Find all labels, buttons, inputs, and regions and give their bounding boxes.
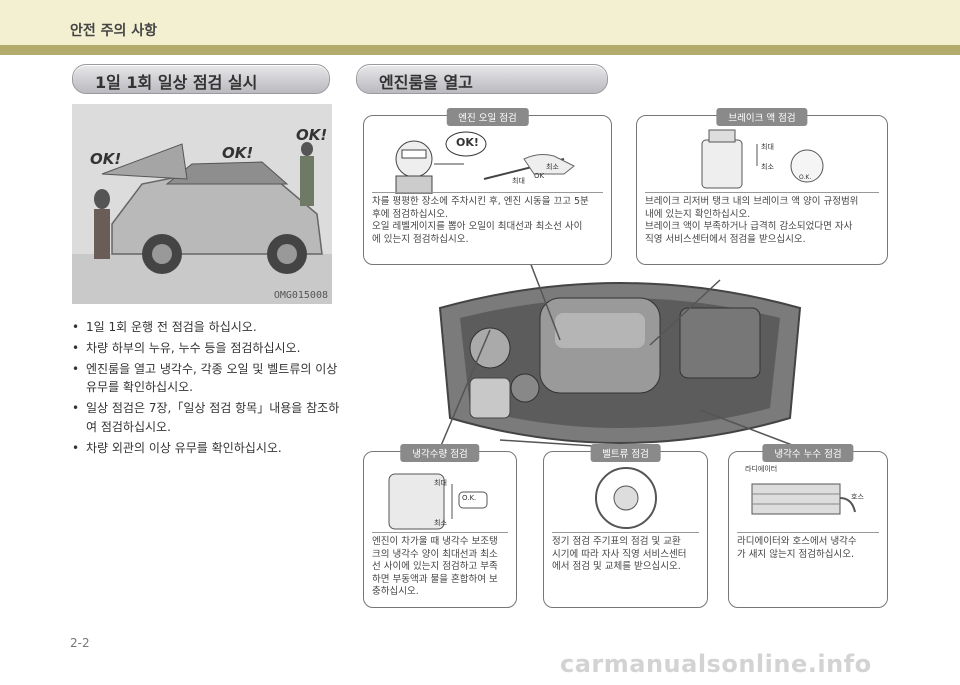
text-line: 시기에 따라 자사 직영 서비스센터 xyxy=(552,548,687,560)
text-line: 크의 냉각수 양이 최대선과 최소 xyxy=(372,548,498,560)
ok-label-2: OK! xyxy=(222,144,254,162)
coolant-level-card: 냉각수량 점검 최대 최소 O.K. 엔진이 차가울 때 냉각수 보조탱 크의 … xyxy=(363,444,517,608)
engine-oil-tag: 엔진 오일 점검 xyxy=(446,108,529,126)
coolant-level-separator xyxy=(372,532,508,533)
list-item: 차량 하부의 누유, 누수 등을 점검하십시오. xyxy=(68,339,343,358)
engine-oil-gauge-min: 최소 xyxy=(546,163,559,171)
radiator-illustration xyxy=(751,483,856,515)
coolant-leak-tag: 냉각수 누수 점검 xyxy=(762,444,854,462)
belt-illustration xyxy=(595,467,657,529)
engine-oil-text: 차를 평평한 장소에 주차시킨 후, 엔진 시동을 끄고 5분 후에 점검하십시… xyxy=(372,196,603,246)
daily-check-list: 1일 1회 운행 전 점검을 하십시오. 차량 하부의 누유, 누수 등을 점검… xyxy=(68,318,343,460)
brake-fluid-separator xyxy=(645,192,879,193)
text-line: 브레이크 액이 부족하거나 급격히 감소되었다면 자사 xyxy=(645,221,853,233)
radiator-label: 라디에이터 xyxy=(745,465,778,473)
ok-label-3: OK! xyxy=(296,126,328,144)
engine-bay-illustration xyxy=(430,268,810,458)
text-line: 가 새지 않는지 점검하십시오. xyxy=(737,548,854,560)
hose-label: 호스 xyxy=(851,493,864,501)
text-line: 차를 평평한 장소에 주차시킨 후, 엔진 시동을 끄고 5분 xyxy=(372,196,589,207)
coolant-min-label: 최소 xyxy=(434,519,447,527)
text-line: 라디에이터와 호스에서 냉각수 xyxy=(737,536,857,547)
left-section-title: 1일 1회 일상 점검 실시 xyxy=(95,73,258,92)
right-section-title-pill: 엔진룸을 열고 xyxy=(356,64,608,94)
engine-oil-gauge-ok: OK xyxy=(534,172,545,180)
page-title: 안전 주의 사항 xyxy=(70,23,158,39)
belt-tag: 벨트류 점검 xyxy=(590,444,661,462)
page-number: 2-2 xyxy=(70,636,90,650)
text-line: 선 사이에 있는지 점검하고 부족 xyxy=(372,561,498,573)
coolant-ok-label: O.K. xyxy=(462,494,477,502)
text-line: 충하십시오. xyxy=(372,586,419,598)
text-line: 하면 부동액과 물을 혼합하여 보 xyxy=(372,573,498,585)
brake-fluid-illustration xyxy=(701,129,824,189)
text-line: 후에 점검하십시오. xyxy=(372,208,448,220)
engine-oil-ok-label: OK! xyxy=(456,136,479,149)
brake-fluid-card: 브레이크 액 점검 최대 최소 O.K. 브레이크 리저버 탱크 내의 브레이크… xyxy=(636,108,888,265)
daily-check-photo: OK! OK! OK! OMG015008 xyxy=(72,104,332,304)
text-line: 에서 점검 및 교체를 받으십시오. xyxy=(552,561,681,573)
text-line: 직영 서비스센터에서 점검을 받으십시오. xyxy=(645,233,806,245)
brake-max-label: 최대 xyxy=(761,143,774,151)
list-item: 일상 점검은 7장,「일상 점검 항목」내용을 참조하여 점검하십시오. xyxy=(68,399,343,437)
coolant-leak-separator xyxy=(737,532,879,533)
coolant-leak-text: 라디에이터와 호스에서 냉각수 가 새지 않는지 점검하십시오. xyxy=(737,536,879,561)
coolant-level-tag: 냉각수량 점검 xyxy=(400,444,480,462)
belt-card: 벨트류 점검 정기 점검 주기표의 점검 및 교환 시기에 따라 자사 직영 서… xyxy=(543,444,708,608)
header-stripe xyxy=(0,45,960,55)
brake-min-label: 최소 xyxy=(761,163,774,171)
brake-ok-label: O.K. xyxy=(799,174,812,181)
right-section-title: 엔진룸을 열고 xyxy=(379,73,473,92)
list-item: 1일 1회 운행 전 점검을 하십시오. xyxy=(68,318,343,337)
coolant-tank-illustration xyxy=(388,473,488,530)
list-item: 차량 외관의 이상 유무를 확인하십시오. xyxy=(68,439,343,458)
watermark: carmanualsonline.info xyxy=(560,650,872,678)
brake-fluid-tag: 브레이크 액 점검 xyxy=(716,108,808,126)
engine-oil-illustration xyxy=(395,131,575,194)
text-line: 에 있는지 점검하십시오. xyxy=(372,233,469,245)
engine-oil-separator xyxy=(372,192,603,193)
text-line: 정기 점검 주기표의 점검 및 교환 xyxy=(552,536,681,547)
ok-label-1: OK! xyxy=(90,150,122,168)
coolant-max-label: 최대 xyxy=(434,479,447,487)
text-line: 내에 있는지 확인하십시오. xyxy=(645,208,751,220)
left-section-title-pill: 1일 1회 일상 점검 실시 xyxy=(72,64,330,94)
car-illustration xyxy=(72,142,332,304)
engine-oil-gauge-max: 최대 xyxy=(512,177,525,185)
text-line: 오일 레벨게이지를 뽑아 오일이 최대선과 최소선 사이 xyxy=(372,221,583,233)
list-item: 엔진룸을 열고 냉각수, 각종 오일 및 벨트류의 이상 유무를 확인하십시오. xyxy=(68,360,343,398)
coolant-level-text: 엔진이 차가울 때 냉각수 보조탱 크의 냉각수 양이 최대선과 최소 선 사이… xyxy=(372,536,508,599)
coolant-leak-card: 냉각수 누수 점검 라디에이터 호스 라디에이터와 호스에서 냉각수 가 새지 … xyxy=(728,444,888,608)
photo-code: OMG015008 xyxy=(273,290,328,301)
belt-text: 정기 점검 주기표의 점검 및 교환 시기에 따라 자사 직영 서비스센터 에서… xyxy=(552,536,699,574)
brake-fluid-text: 브레이크 리저버 탱크 내의 브레이크 액 양이 규정범위 내에 있는지 확인하… xyxy=(645,196,879,246)
engine-oil-card: 엔진 오일 점검 OK! 최대 OK 최소 차를 평평한 장소에 주차시킨 후,… xyxy=(363,108,612,265)
belt-separator xyxy=(552,532,699,533)
text-line: 엔진이 차가울 때 냉각수 보조탱 xyxy=(372,536,498,547)
header-band xyxy=(0,0,960,55)
text-line: 브레이크 리저버 탱크 내의 브레이크 액 양이 규정범위 xyxy=(645,196,859,207)
